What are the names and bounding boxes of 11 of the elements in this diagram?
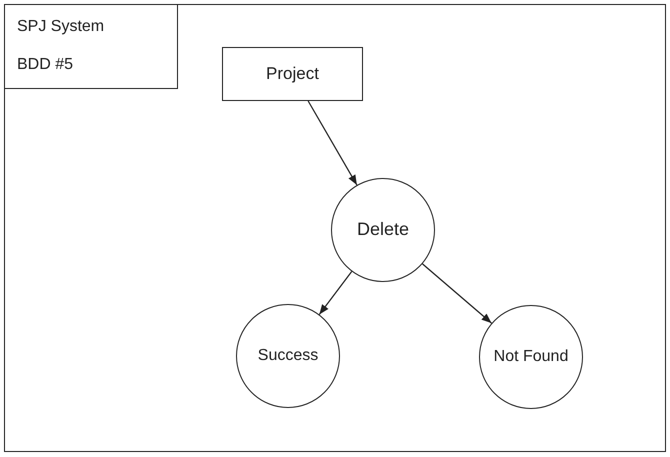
- arrow: [422, 263, 492, 324]
- arrow: [308, 100, 358, 186]
- node-label: Success: [258, 346, 318, 366]
- process-box: [222, 47, 363, 101]
- node-label: BDD #5: [17, 54, 74, 75]
- node-label: SPJ System: [17, 17, 104, 38]
- node-label: Delete: [356, 218, 410, 242]
- node-label: Not Found: [494, 346, 568, 367]
- title-box: [4, 4, 178, 89]
- arrow: [318, 271, 352, 315]
- node-label: Project: [266, 62, 319, 85]
